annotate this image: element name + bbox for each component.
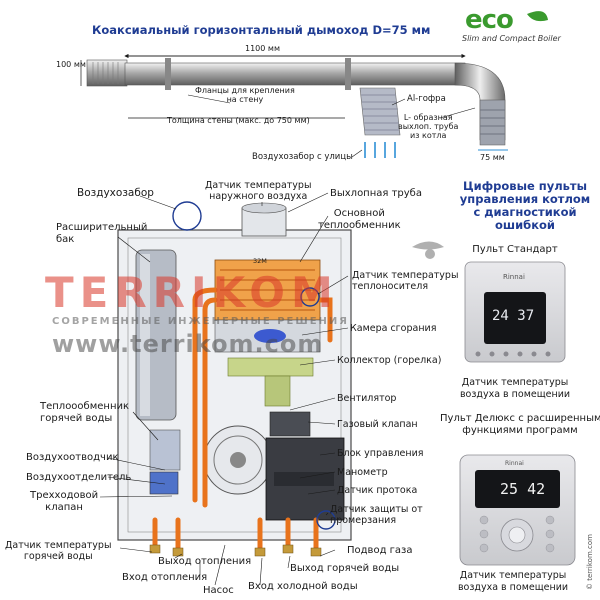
watermark-side: © terrikom.com <box>586 534 594 590</box>
label-pump: Насос <box>203 585 234 596</box>
label-manometer: Манометр <box>337 467 388 478</box>
leaf-icon <box>527 11 548 22</box>
deluxe-caption: Датчик температуры воздуха в помещении <box>457 570 569 593</box>
plate-32m: 32M <box>253 257 267 265</box>
label-fan: Вентилятор <box>337 393 397 404</box>
eco-logo: eco <box>465 5 514 35</box>
label-coolant-sensor: Датчик температуры теплоносителя <box>352 270 459 292</box>
label-air-separator: Воздухоотделитель <box>26 472 132 483</box>
panels-heading: Цифровые пульты управления котлом с диаг… <box>459 179 591 232</box>
label-exhaust-pipe: Выхлопная труба <box>330 188 422 199</box>
flue-pipe <box>80 53 508 158</box>
watermark-url: www.terrikom.com <box>52 330 324 358</box>
eco-subtitle: Slim and Compact Boiler <box>462 34 561 43</box>
label-hot-water-hex: Теплоообменник горячей воды <box>40 401 130 424</box>
deluxe-display: 25 42 <box>500 480 546 498</box>
label-control-unit: Блок управления <box>337 448 424 459</box>
label-heating-out: Выход отопления <box>158 556 252 567</box>
label-air-intake-street: Воздухозабор с улицы <box>252 152 353 162</box>
label-collector: Коллектор (горелка) <box>337 355 442 366</box>
dim-100: 100 мм <box>56 60 86 69</box>
deluxe-title: Пульт Делюкс с расширенными функциями пр… <box>440 413 600 436</box>
dim-75: 75 мм <box>480 153 505 162</box>
label-gas-valve: Газовый клапан <box>337 419 418 430</box>
dim-1100: 1100 мм <box>245 44 280 53</box>
label-flanges: Фланцы для крепления на стену <box>195 86 295 104</box>
page-title: Коаксиальный горизонтальный дымоход D=75… <box>92 23 431 37</box>
standard-display: 24 37 <box>492 308 535 324</box>
label-outdoor-sensor: Датчик температуры наружного воздуха <box>205 180 312 202</box>
label-expansion-tank: Расширительный бак <box>56 222 148 245</box>
bird-emblem-icon <box>412 241 444 259</box>
standard-brand: Rinnai <box>503 273 525 281</box>
label-freeze-sensor: Датчик защиты от промерзания <box>330 504 423 526</box>
label-al-gofra: Al-гофра <box>407 94 446 104</box>
label-hot-water-out: Выход горячей воды <box>290 563 400 574</box>
boiler-body <box>117 201 352 557</box>
label-three-way-valve: Трехходовой клапан <box>30 490 99 513</box>
leader-lines <box>99 192 349 586</box>
label-cold-water-in: Вход холодной воды <box>248 581 358 592</box>
standard-caption: Датчик температуры воздуха в помещении <box>459 377 571 400</box>
label-l-pipe: L- образная выхлоп. труба из котла <box>398 113 459 140</box>
label-air-intake: Воздухозабор <box>77 187 154 199</box>
controller-standard <box>464 261 566 363</box>
watermark-tagline: СОВРЕМЕННЫЕ ИНЖЕНЕРНЫЕ РЕШЕНИЯ <box>52 316 349 327</box>
label-hot-water-sensor: Датчик температуры горячей воды <box>5 540 112 562</box>
watermark-logo: TERRIKOM <box>45 268 339 317</box>
label-gas-supply: Подвод газа <box>347 545 413 556</box>
deluxe-brand: Rinnai <box>505 460 524 467</box>
label-main-hex: Основной теплообменник <box>318 208 401 231</box>
controller-deluxe <box>459 454 576 566</box>
label-wall-thickness: Толщина стены (макс. до 750 мм) <box>167 116 310 125</box>
standard-title: Пульт Стандарт <box>472 244 558 255</box>
label-combustion-chamber: Камера сгорания <box>350 323 437 334</box>
label-flow-sensor: Датчик протока <box>337 485 418 496</box>
label-air-vent: Воздухоотводчик <box>26 452 119 463</box>
label-heating-in: Вход отопления <box>122 572 208 583</box>
